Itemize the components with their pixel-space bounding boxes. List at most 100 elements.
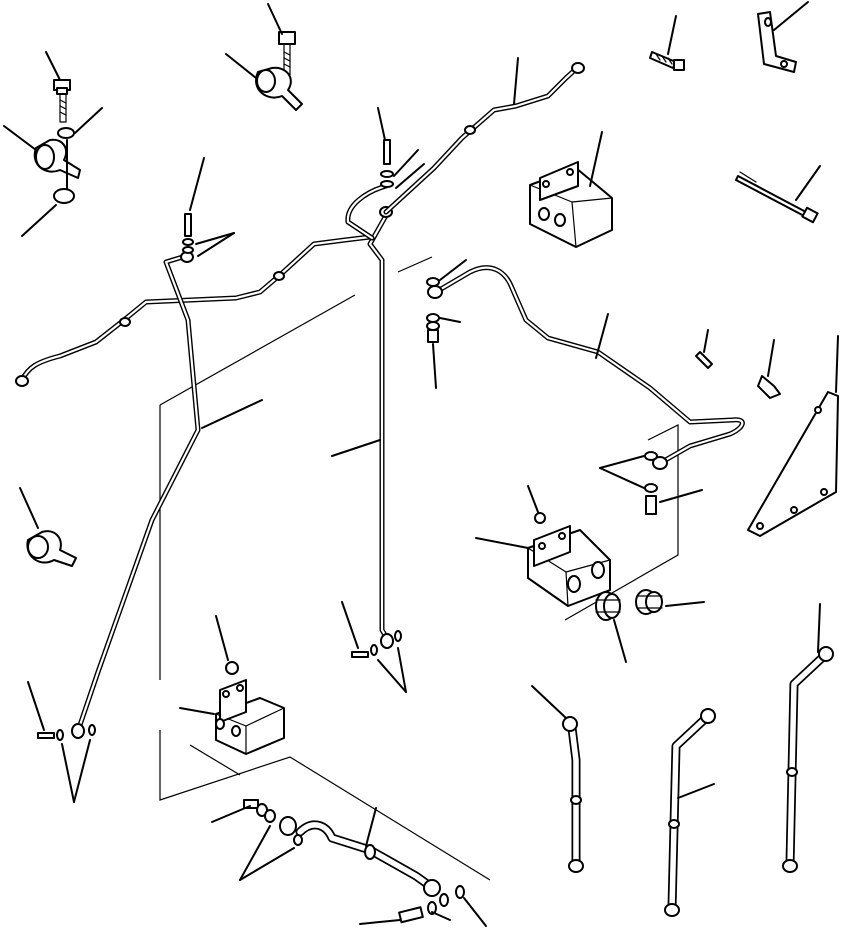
leader-line	[431, 911, 451, 921]
bolt-washer-set-center-bottom	[341, 601, 407, 693]
pipe-clamp	[255, 66, 303, 111]
bolt	[645, 495, 657, 515]
leader-line	[61, 743, 75, 803]
pipe-right-u	[427, 265, 745, 470]
pipe-fitting	[119, 317, 131, 327]
flange-bolt	[53, 79, 71, 123]
leader-line	[225, 53, 257, 79]
bolt-washer-set-center-top	[377, 107, 425, 189]
leader-line	[677, 783, 715, 799]
bolt	[398, 906, 424, 924]
leader-line	[397, 647, 407, 693]
washer	[426, 277, 440, 287]
pipe-fitting	[380, 633, 394, 649]
pipe-fitting	[464, 125, 476, 135]
block-top	[529, 131, 613, 248]
leader-line	[531, 685, 567, 719]
bolt-washer-set-top-left	[182, 157, 235, 257]
pipe-fitting	[273, 271, 285, 281]
pipe-fitting	[571, 62, 585, 74]
block-lower-left	[179, 615, 285, 755]
pipe-upper-right	[383, 57, 585, 215]
nut	[225, 661, 239, 675]
leader-line	[365, 807, 377, 847]
leader-line	[395, 163, 425, 189]
leader-line	[589, 131, 603, 187]
leader-line	[599, 455, 645, 469]
washer	[56, 729, 64, 741]
leader-line	[439, 317, 461, 323]
clamp-assembly-top-left	[3, 51, 103, 237]
leader-line	[45, 51, 61, 81]
bolt-top-right	[649, 15, 685, 71]
leader-line	[197, 232, 235, 257]
leader-line	[377, 659, 407, 693]
leader-line	[767, 339, 775, 377]
bolt	[184, 213, 192, 237]
leader-line	[527, 485, 539, 513]
washer	[426, 313, 440, 323]
leader-line	[215, 615, 229, 661]
adapter-fitting-1	[595, 591, 627, 663]
hose-vertical-2	[664, 708, 716, 917]
bolt	[383, 139, 391, 165]
block-middle-right	[475, 485, 611, 607]
washer	[426, 321, 440, 331]
leader-line	[817, 603, 821, 653]
nut	[534, 512, 546, 524]
triangular-plate	[747, 335, 839, 537]
screw-right-middle	[695, 329, 713, 369]
tie-rod	[735, 165, 821, 224]
washer	[370, 644, 378, 656]
washer	[644, 483, 658, 493]
washer	[182, 246, 194, 254]
leader-line	[74, 107, 103, 134]
leader-line	[341, 601, 359, 649]
pipe-fitting	[15, 375, 29, 387]
bolt	[351, 651, 369, 658]
leader-line	[3, 125, 37, 151]
bolt	[243, 799, 259, 809]
clamp-assembly-top	[225, 3, 303, 111]
pipe-clamp	[33, 138, 81, 191]
pipe-fitting	[652, 456, 668, 470]
leader-line	[211, 805, 251, 823]
leader-line	[599, 467, 645, 489]
pipe-left-long	[15, 234, 373, 387]
washer	[394, 630, 402, 642]
leader-line	[667, 15, 677, 55]
leader-line	[73, 739, 91, 803]
leader-line	[195, 232, 235, 245]
leader-line	[201, 399, 263, 429]
washer	[57, 127, 75, 139]
leader-line	[795, 165, 821, 201]
washer	[264, 809, 276, 823]
bolt-washer-set-right-lower	[599, 451, 703, 515]
leader-line	[19, 487, 39, 529]
washer	[88, 724, 96, 736]
washer	[644, 451, 658, 461]
leader-line	[613, 619, 627, 663]
washer	[380, 170, 394, 178]
bolt	[37, 732, 55, 739]
nut	[53, 188, 75, 204]
hose-vertical-1	[531, 685, 584, 873]
leader-line	[27, 681, 45, 731]
leader-line	[439, 259, 467, 281]
pipe-clamp-left	[19, 487, 77, 567]
leader-line	[267, 3, 283, 35]
leader-line	[331, 439, 381, 457]
washer	[455, 885, 465, 899]
pipe-center-vertical	[331, 183, 394, 649]
leader-line	[239, 825, 271, 881]
washer	[293, 834, 303, 846]
adapter-fitting-2	[635, 589, 705, 615]
leader-line	[659, 489, 703, 503]
leader-line	[189, 157, 205, 211]
bolt-washer-set-right-top	[426, 259, 467, 389]
washer	[182, 238, 194, 246]
washer	[427, 901, 437, 915]
washer	[439, 893, 449, 907]
hose-bottom-assembly	[211, 799, 487, 927]
leader-line	[595, 313, 609, 359]
